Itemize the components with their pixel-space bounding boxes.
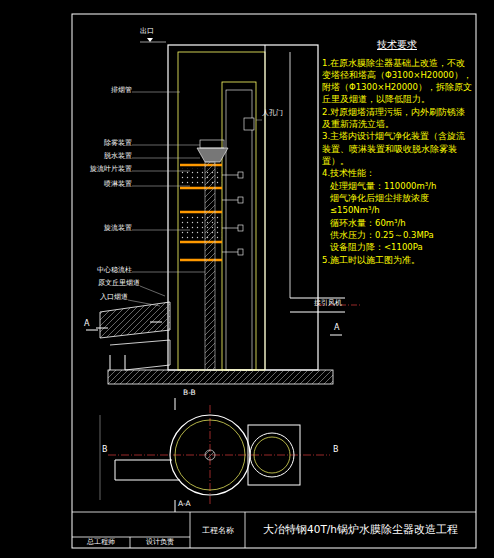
title-cell: 工程名称 — [190, 512, 245, 548]
cell-text: 设计负责 — [146, 538, 174, 547]
note-line: 1.在原水膜除尘器基础上改造，不改变塔径和塔高（Φ3100×H20000），附塔… — [322, 57, 472, 106]
cell-text: 工程名称 — [202, 525, 234, 536]
cell-text: 总工程师 — [87, 538, 115, 547]
note-line: 4.技术性能： — [322, 167, 472, 179]
part-label: A-A — [178, 500, 191, 508]
note-line: 5.施工时以施工图为准。 — [322, 254, 472, 266]
note-line: 3.主塔内设计烟气净化装置（含旋流装置、喷淋装置和吸收脱水除雾装置）。 — [322, 130, 472, 167]
part-label: A — [334, 324, 339, 333]
tech-notes: 技术要求 1.在原水膜除尘器基础上改造，不改变塔径和塔高（Φ3100×H20000… — [322, 38, 472, 266]
part-label: B-B — [183, 389, 196, 397]
note-line: 烟气净化后烟尘排放浓度≤150Nm³/h — [322, 192, 472, 217]
title-cell: 总工程师 — [72, 537, 130, 548]
part-label: 脱水装置 — [104, 153, 132, 160]
title-cell: 设计负责 — [130, 537, 190, 548]
part-label: B — [102, 446, 108, 455]
part-label: 原文丘里烟道 — [98, 280, 140, 287]
part-label: A — [84, 320, 89, 329]
part-label: 排烟管 — [111, 87, 132, 94]
title-cell: 大冶特钢40T/h锅炉水膜除尘器改造工程 — [245, 512, 476, 548]
part-label: 旋流叶片装置 — [90, 166, 132, 173]
part-label: 旋流装置 — [104, 225, 132, 232]
part-label: 喷淋装置 — [104, 181, 132, 188]
notes-heading: 技术要求 — [322, 38, 472, 53]
part-label: 中心稳流柱 — [97, 267, 132, 274]
cell-text: 大冶特钢40T/h锅炉水膜除尘器改造工程 — [263, 523, 458, 537]
note-line: 处理烟气量：110000m³/h — [322, 180, 472, 192]
note-line: 2.对原烟塔清理污垢，内外刷防锈漆及重新清洗立墙。 — [322, 106, 472, 131]
part-label: 接引风机 — [314, 300, 342, 307]
part-label: 除雾装置 — [104, 140, 132, 147]
note-line: 供水压力：0.25～0.3MPa — [322, 229, 472, 241]
part-label: 人孔门 — [262, 110, 283, 117]
note-line: 设备阻力降：<1100Pa — [322, 241, 472, 253]
part-label: 入口烟道 — [100, 294, 128, 301]
note-line: 循环水量：60m³/h — [322, 217, 472, 229]
part-label: B — [333, 446, 339, 455]
part-label: 出口 — [140, 28, 154, 35]
